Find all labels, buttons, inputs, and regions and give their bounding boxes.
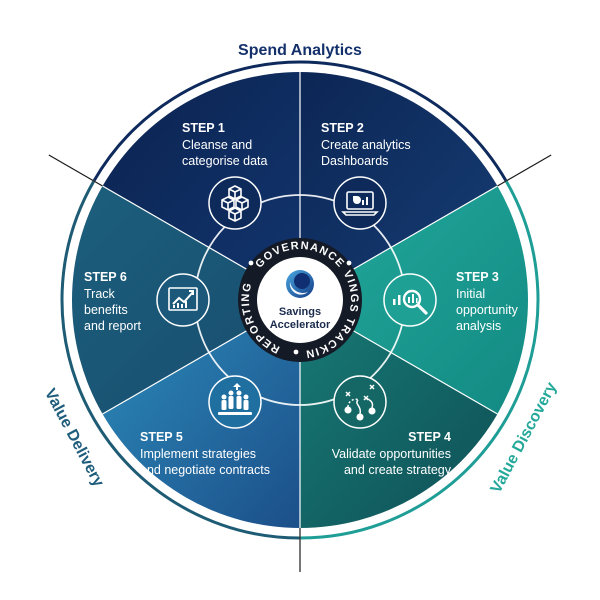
sector-divider-extension <box>497 154 552 187</box>
outer-label-spend-analytics: Spend Analytics <box>238 42 362 59</box>
step-2-text: STEP 2 Create analytics Dashboards <box>321 121 411 168</box>
ring-separator-dot <box>248 260 254 266</box>
outer-arc-spend-analytics <box>92 60 508 182</box>
step-description-line: Track <box>84 287 116 301</box>
trend-chart-icon <box>156 273 210 327</box>
step-3-text: STEP 3 Initial opportunity analysis <box>456 270 519 333</box>
step-5-text: STEP 5 Implement strategies and negotiat… <box>140 430 270 477</box>
step-4-text: STEP 4 Validate opportunities and create… <box>332 430 452 477</box>
center-title-line2: Accelerator <box>270 319 331 331</box>
step-icons <box>156 176 437 429</box>
chart-magnifier-icon <box>383 273 437 327</box>
step-description-line: and negotiate contracts <box>140 463 270 477</box>
savings-accelerator-logo-icon <box>286 270 314 298</box>
ring-separator-dot <box>346 260 352 266</box>
step-title: STEP 2 <box>321 121 364 135</box>
step-title: STEP 4 <box>408 430 451 444</box>
step-title: STEP 1 <box>182 121 225 135</box>
step-description-line: opportunity <box>456 303 519 317</box>
strategy-play-icon <box>333 375 387 429</box>
step-description-line: benefits <box>84 303 128 317</box>
step-description-line: Validate opportunities <box>332 447 451 461</box>
sector-step-2 <box>300 72 498 300</box>
step-description-line: analysis <box>456 319 501 333</box>
sector-step-4 <box>300 300 498 528</box>
outer-boundary-arcs <box>60 60 540 540</box>
ring-separator-dot <box>293 349 299 355</box>
step-description-line: and create strategy <box>344 463 452 477</box>
sector-divider-extension <box>48 154 103 187</box>
team-handshake-icon <box>208 375 262 429</box>
laptop-dashboard-icon <box>333 176 387 230</box>
outer-arc-value-discovery <box>299 180 540 540</box>
step-6-text: STEP 6 Track benefits and report <box>84 270 142 333</box>
step-sectors <box>72 72 528 528</box>
step-description-line: Create analytics <box>321 138 411 152</box>
step-description-line: Initial <box>456 287 485 301</box>
step-description-line: Implement strategies <box>140 447 256 461</box>
step-description-line: Dashboards <box>321 154 388 168</box>
step-description-line: and report <box>84 319 142 333</box>
center-title-line1: Savings <box>279 306 321 318</box>
step-title: STEP 6 <box>84 270 127 284</box>
center-disc <box>257 257 343 343</box>
step-title: STEP 3 <box>456 270 499 284</box>
sector-step-5 <box>102 300 301 528</box>
step-description-line: Cleanse and <box>182 138 252 152</box>
step-description-line: categorise data <box>182 154 268 168</box>
cubes-icon <box>208 176 262 230</box>
outer-arc-value-delivery <box>60 180 301 540</box>
sector-step-1 <box>102 72 301 300</box>
step-title: STEP 5 <box>140 430 183 444</box>
step-1-text: STEP 1 Cleanse and categorise data <box>182 121 268 168</box>
